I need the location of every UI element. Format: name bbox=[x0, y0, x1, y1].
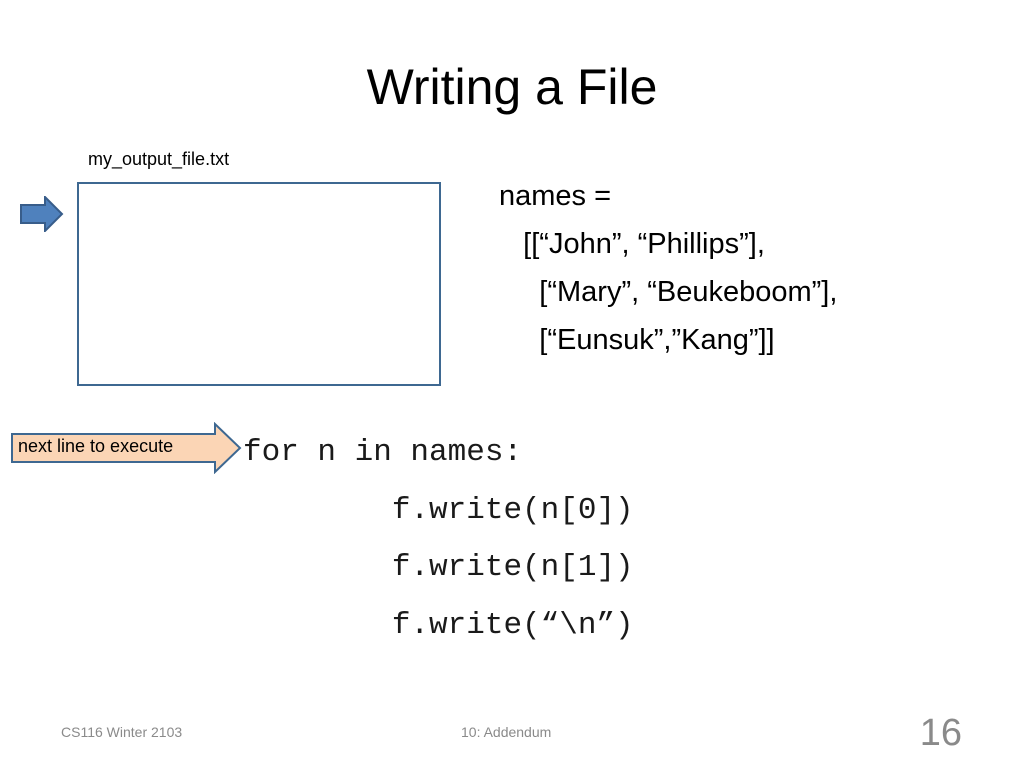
output-file-box bbox=[77, 182, 441, 386]
slide-title: Writing a File bbox=[366, 59, 658, 115]
loop-code-line: f.write(“\n”) bbox=[243, 607, 634, 643]
names-code-line: [“Eunsuk”,”Kang”]] bbox=[499, 324, 775, 356]
footer-section: 10: Addendum bbox=[461, 724, 552, 740]
file-name-label: my_output_file.txt bbox=[88, 149, 230, 169]
footer-course: CS116 Winter 2103 bbox=[61, 724, 183, 740]
loop-code-line: f.write(n[1]) bbox=[243, 550, 634, 585]
loop-code-block: for n in names: f.write(n[0]) f.write(n[… bbox=[243, 424, 634, 654]
names-code-line: [“Mary”, “Beukeboom”], bbox=[499, 276, 838, 308]
next-line-label: next line to execute bbox=[18, 436, 174, 456]
slide-number: 16 bbox=[919, 712, 962, 754]
next-line-arrow-icon bbox=[11, 422, 242, 474]
names-code-line: [[“John”, “Phillips”], bbox=[499, 228, 765, 260]
names-code-line: names = bbox=[499, 180, 612, 212]
names-code-block: names = [[“John”, “Phillips”], [“Mary”, … bbox=[499, 172, 837, 364]
loop-code-line: for n in names: bbox=[243, 435, 523, 470]
loop-code-line: f.write(n[0]) bbox=[243, 492, 634, 528]
file-pointer-arrow-icon bbox=[20, 196, 64, 232]
